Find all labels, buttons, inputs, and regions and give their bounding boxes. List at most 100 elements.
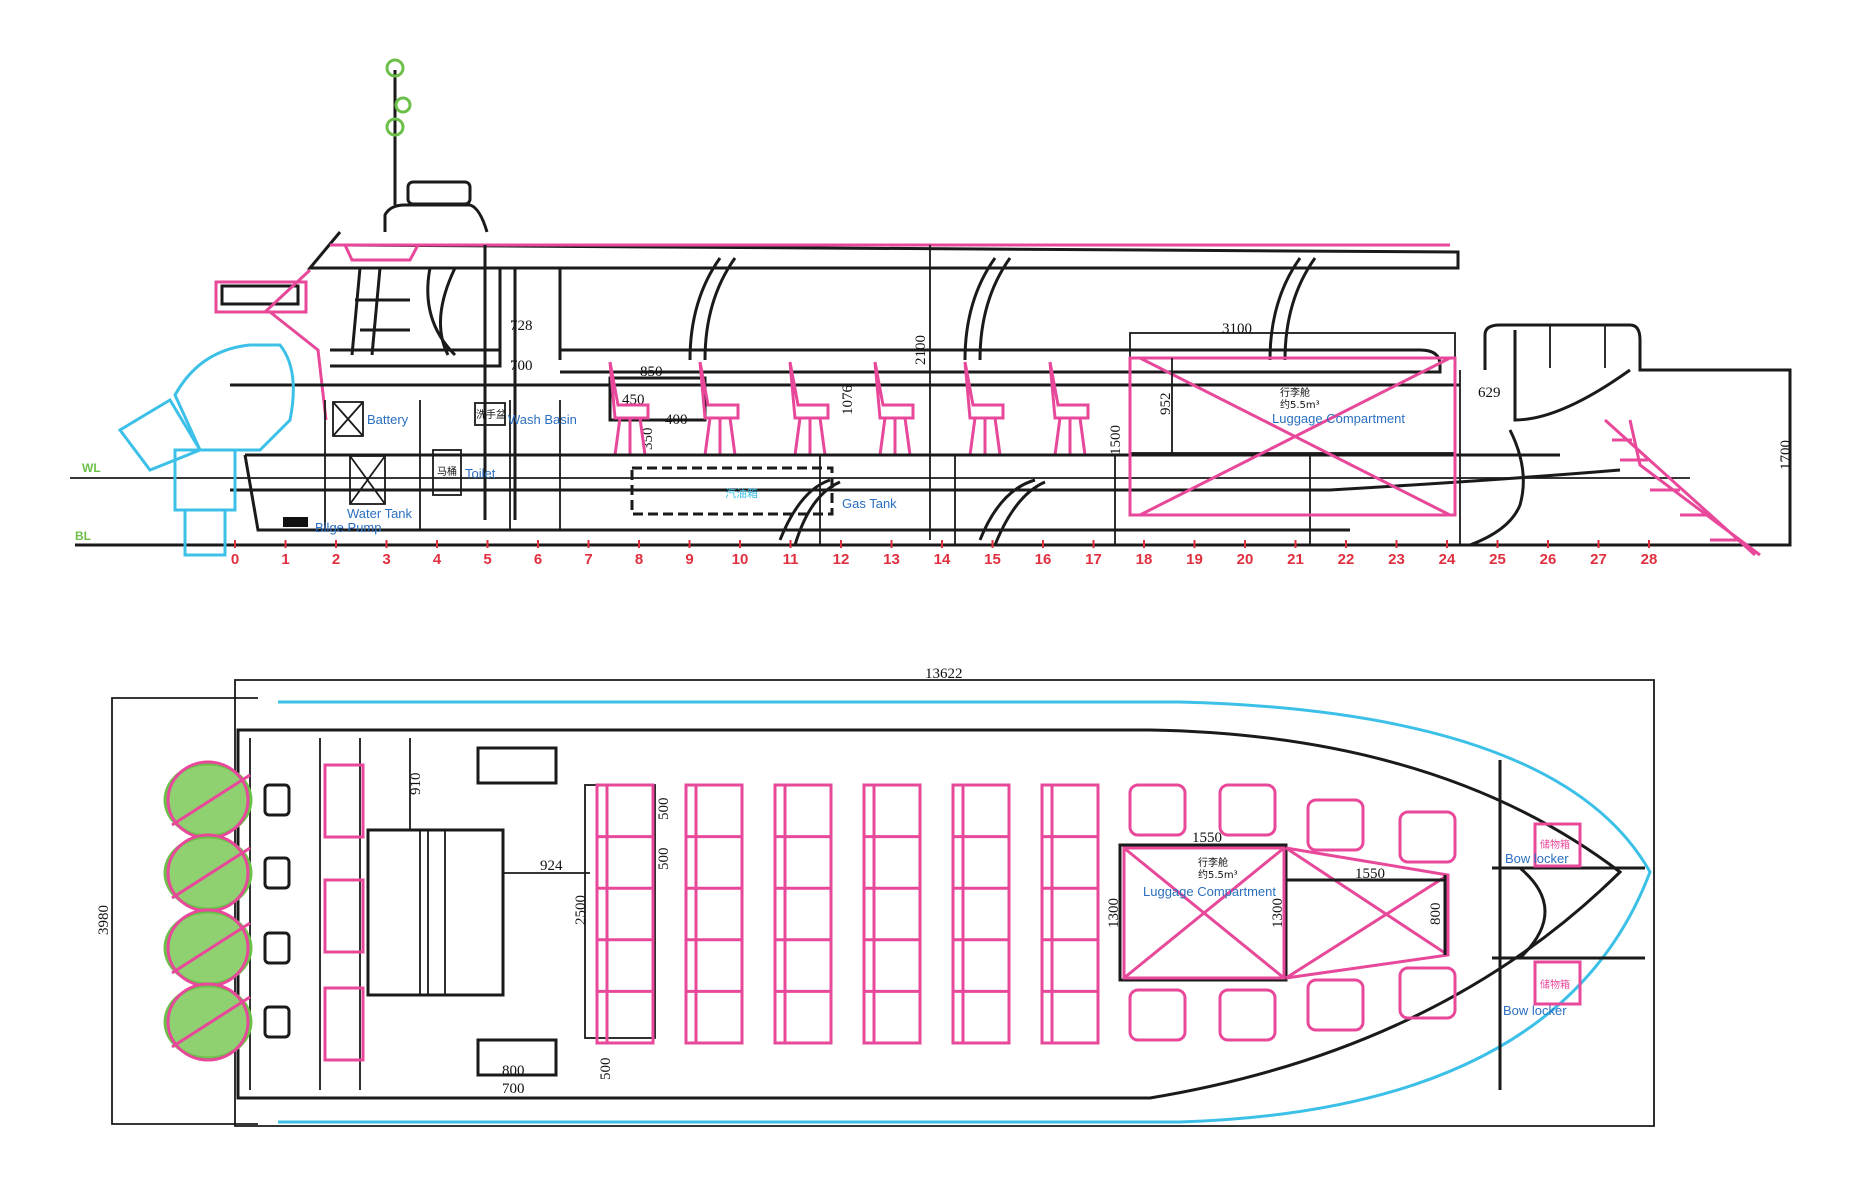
single-seat	[1306, 798, 1365, 852]
cn-toilet: 马桶	[437, 465, 457, 478]
table	[608, 376, 707, 422]
label-toilet: Toilet	[465, 466, 496, 481]
label-luggage-side: Luggage Compartment	[1272, 411, 1405, 426]
helm-console	[366, 828, 505, 997]
cn-luggage-volume-plan: 约5.5m³	[1198, 868, 1238, 881]
hull-fender-outline	[278, 700, 1652, 1124]
bench	[773, 783, 833, 1045]
dim-1550a: 1550	[1192, 830, 1222, 846]
label-luggage-plan: Luggage Compartment	[1143, 884, 1276, 899]
label-gas-tank: Gas Tank	[842, 496, 897, 511]
frame-number: 10	[732, 551, 749, 568]
side-view: 728 700 2100 850 450 400 350 1076	[70, 58, 1794, 568]
frame-number: 28	[1641, 551, 1658, 568]
bl-marker: BL	[75, 529, 91, 543]
frame-number: 11	[783, 551, 799, 568]
chair	[873, 361, 915, 456]
dim-924: 924	[540, 858, 563, 874]
frame-number: 20	[1237, 551, 1254, 568]
frame-number: 24	[1439, 551, 1456, 568]
single-seat	[1306, 978, 1365, 1032]
life-raft-icon	[163, 908, 253, 988]
life-raft-icon	[163, 760, 253, 840]
single-seat	[1128, 783, 1187, 837]
cn-luggage-volume: 约5.5m³	[1280, 398, 1320, 411]
frame-number: 5	[483, 551, 491, 568]
life-rafts	[163, 760, 253, 1062]
frame-number: 4	[433, 551, 442, 568]
passenger-benches	[595, 783, 1100, 1045]
dim-13622: 13622	[925, 666, 963, 682]
single-seat	[1218, 783, 1277, 837]
label-bilge-pump: Bilge Pump	[315, 520, 381, 535]
radar-dome	[406, 180, 472, 206]
cn-gas-tank: 汽油箱	[725, 486, 758, 500]
cn-locker-2: 储物箱	[1540, 978, 1570, 991]
helm-seat	[323, 986, 365, 1062]
life-raft-icon	[163, 833, 253, 913]
frame-number: 9	[685, 551, 693, 568]
bench	[595, 783, 655, 1045]
frame-number: 6	[534, 551, 542, 568]
cn-wash-basin: 洗手盆	[476, 408, 506, 421]
wl-marker: WL	[82, 461, 101, 475]
passenger-chairs	[608, 361, 1090, 456]
label-water-tank: Water Tank	[347, 506, 413, 521]
single-seat	[1128, 988, 1187, 1042]
dim-1700: 1700	[1778, 440, 1794, 470]
dim-500a: 500	[656, 798, 672, 821]
frame-number: 0	[231, 551, 239, 568]
plan-view: 13622 3980 910 924 800 700 2500 500 500 …	[96, 666, 1655, 1127]
label-bow-locker-2: Bow locker	[1503, 1003, 1567, 1018]
mast-light-icon	[385, 117, 405, 137]
frame-number: 17	[1085, 551, 1102, 568]
label-battery: Battery	[367, 412, 409, 427]
helm-seat	[323, 763, 365, 839]
stern-lockers	[263, 763, 365, 1062]
bench	[684, 783, 744, 1045]
frame-number: 16	[1035, 551, 1052, 568]
frame-number: 18	[1136, 551, 1153, 568]
dim-1550b: 1550	[1355, 866, 1385, 882]
life-raft-icon	[163, 982, 253, 1062]
frame-number: 21	[1287, 551, 1304, 568]
frame-number: 3	[382, 551, 390, 568]
chair	[1048, 361, 1090, 456]
cn-luggage-plan: 行李舱	[1198, 856, 1228, 869]
mast	[385, 58, 412, 205]
frame-number: 27	[1590, 551, 1607, 568]
frame-number: 22	[1338, 551, 1355, 568]
frame-number: 25	[1489, 551, 1506, 568]
frame-number: 13	[883, 551, 900, 568]
frame-number: 15	[984, 551, 1001, 568]
rear-awning	[214, 280, 308, 314]
dim-1500: 1500	[1108, 425, 1124, 455]
dim-1300a: 1300	[1106, 898, 1122, 928]
dim-500b: 500	[656, 848, 672, 871]
single-seat	[1398, 810, 1457, 864]
dim-1300b: 1300	[1270, 898, 1286, 928]
chair	[698, 361, 740, 456]
frame-number: 2	[332, 551, 340, 568]
dim-800: 800	[502, 1063, 525, 1079]
frame-number: 23	[1388, 551, 1405, 568]
frame-number: 7	[584, 551, 592, 568]
frame-number: 19	[1186, 551, 1203, 568]
frame-number: 8	[635, 551, 643, 568]
dim-850: 850	[640, 364, 663, 380]
dim-400: 400	[665, 412, 688, 428]
stern-locker	[263, 856, 291, 890]
dim-1076: 1076	[840, 385, 856, 416]
chair	[788, 361, 830, 456]
dim-728: 728	[510, 318, 533, 334]
cn-luggage: 行李舱	[1280, 386, 1310, 399]
bench	[1040, 783, 1100, 1045]
mast-light-icon	[385, 58, 405, 78]
dim-910: 910	[408, 773, 424, 796]
bulkheads	[324, 370, 1461, 545]
bow-ladder	[1603, 418, 1761, 557]
dim-700: 700	[510, 358, 533, 374]
dim-500c: 500	[598, 1058, 614, 1081]
